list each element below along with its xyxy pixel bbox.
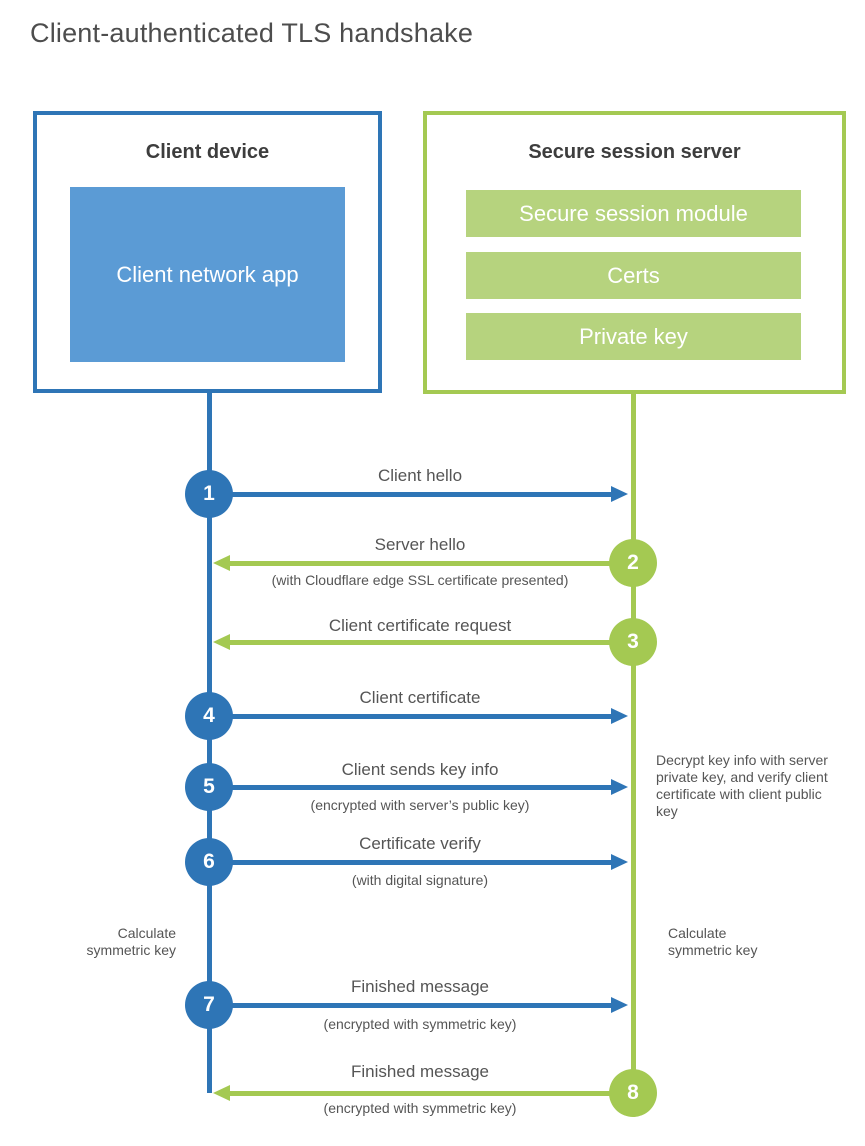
step-3-label: Client certificate request (328, 616, 512, 635)
step-6-arrow (209, 854, 628, 871)
step-7-label: Finished message (351, 977, 489, 996)
step-3-badge: 3 (609, 618, 657, 666)
arrow-right-icon (611, 854, 628, 870)
arrow-left-icon (213, 555, 230, 571)
step-7-badge: 7 (185, 981, 233, 1029)
step-8-arrow (213, 1085, 633, 1102)
step-5-badge: 5 (185, 763, 233, 811)
step-4-badge: 4 (185, 692, 233, 740)
server-module-private-key: Private key (466, 313, 801, 360)
arrow-right-icon (611, 997, 628, 1013)
step-3-arrow (213, 634, 633, 651)
server-module-secure-session: Secure session module (466, 190, 801, 237)
step-1-label: Client hello (377, 466, 463, 485)
arrow-right-icon (611, 779, 628, 795)
step-5-sublabel: (encrypted with server’s public key) (310, 797, 530, 813)
step-2-arrow (213, 555, 633, 572)
client-device-box: Client device Client network app (33, 111, 382, 393)
client-device-title: Client device (145, 141, 270, 163)
step-4-label: Client certificate (359, 688, 481, 707)
step-2-label: Server hello (374, 535, 466, 554)
arrow-right-icon (611, 708, 628, 724)
arrow-left-icon (213, 634, 230, 650)
step-2-sublabel: (with Cloudflare edge SSL certificate pr… (271, 572, 569, 588)
step-1-arrow (209, 486, 628, 503)
step-5-arrow (209, 779, 628, 796)
step-7-arrow (209, 997, 628, 1014)
client-network-app-box: Client network app (70, 187, 345, 362)
step-8-badge: 8 (609, 1069, 657, 1117)
step-1-badge: 1 (185, 470, 233, 518)
step-4-arrow (209, 708, 628, 725)
arrow-left-icon (213, 1085, 230, 1101)
arrow-right-icon (611, 486, 628, 502)
step-7-sublabel: (encrypted with symmetric key) (323, 1016, 517, 1032)
calculate-symmetric-key-note-client: Calculate symmetric key (86, 925, 176, 958)
step-8-label: Finished message (351, 1062, 489, 1081)
decrypt-note: Decrypt key info with server private key… (656, 752, 828, 819)
step-6-badge: 6 (185, 838, 233, 886)
step-5-label: Client sends key info (341, 760, 499, 779)
client-lifeline (207, 393, 212, 1093)
step-2-badge: 2 (609, 539, 657, 587)
step-8-sublabel: (encrypted with symmetric key) (323, 1100, 517, 1116)
step-6-label: Certificate verify (359, 834, 481, 853)
server-module-certs: Certs (466, 252, 801, 299)
step-6-sublabel: (with digital signature) (351, 872, 489, 888)
page-title: Client-authenticated TLS handshake (30, 18, 474, 48)
server-title: Secure session server (528, 141, 741, 163)
calculate-symmetric-key-note-server: Calculate symmetric key (668, 925, 758, 958)
server-lifeline (631, 394, 636, 1093)
secure-session-server-box: Secure session server Secure session mod… (423, 111, 846, 394)
